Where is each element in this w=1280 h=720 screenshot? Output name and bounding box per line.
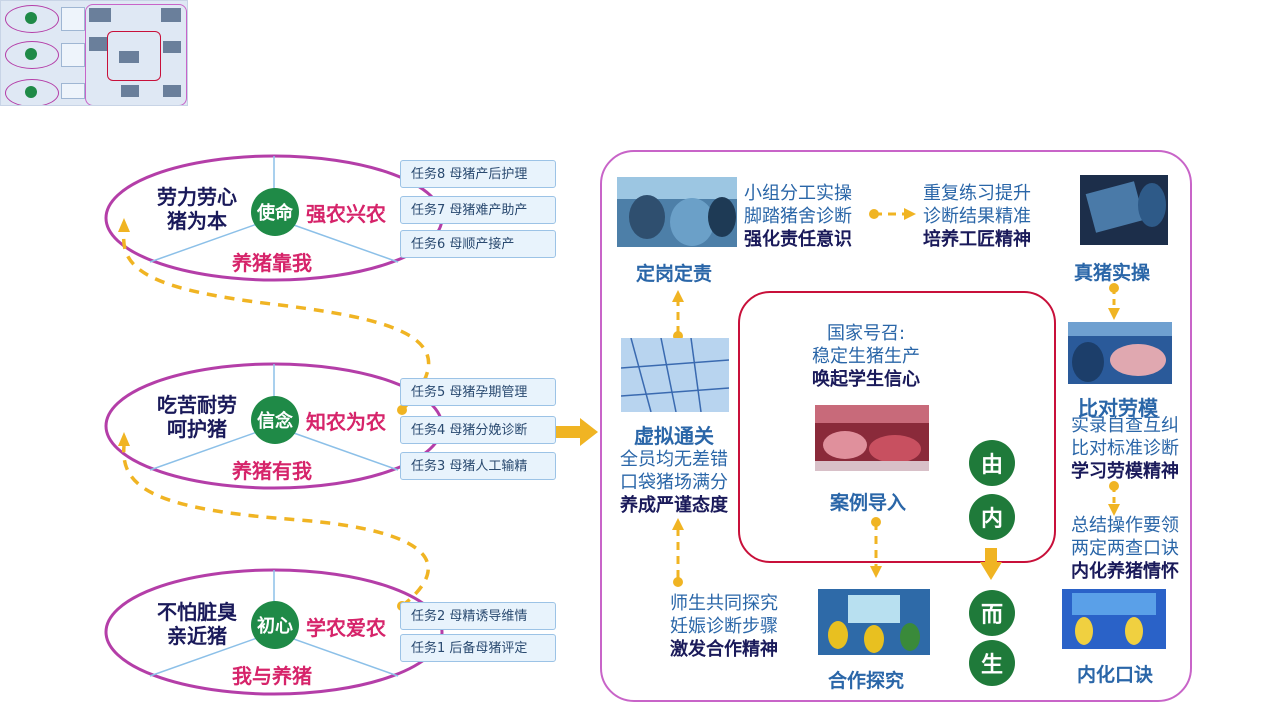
sequence-circle-er: 而 (969, 590, 1015, 636)
task-1-box[interactable]: 任务1 后备母猪评定 (400, 634, 556, 662)
dinggang-desc-2: 脚踏猪舍诊断 (744, 206, 852, 227)
xuni-desc-1: 全员均无差错 (620, 449, 728, 470)
bidui-desc-1: 实录自查互纠 (1071, 415, 1179, 436)
hezuo-left-desc: 师生共同探究 妊娠诊断步骤 激发合作精神 (660, 592, 788, 661)
photo-model-compare (1068, 322, 1172, 384)
slide-thumbnail[interactable] (0, 0, 188, 106)
stage-1-left-line: 猪为本 (167, 209, 227, 233)
thumb-photo (161, 8, 181, 22)
thumb-dot (25, 12, 37, 24)
thumb-stage-ellipse (5, 41, 59, 69)
stage-1-left-text: 劳力劳心 猪为本 (142, 185, 252, 233)
zhenzhu-title: 真猪实操 (1073, 262, 1150, 284)
stage-2-left-text: 吃苦耐劳 呵护猪 (142, 393, 252, 441)
photo-real-pig (1080, 175, 1168, 245)
repeat-desc-3: 培养工匠精神 (923, 229, 1031, 250)
bidui-desc: 实录自查互纠 比对标准诊断 学习劳模精神 (1060, 414, 1190, 483)
thumb-frame (85, 4, 187, 105)
thumb-photo (89, 8, 111, 22)
sequence-circle-sheng: 生 (969, 640, 1015, 686)
task-7-box[interactable]: 任务7 母猪难产助产 (400, 196, 556, 224)
thumb-task-list (61, 43, 85, 67)
xuni-desc-3: 养成严谨态度 (620, 495, 728, 516)
photo-cooperation (818, 589, 930, 655)
stage-2-center: 信念 (251, 396, 299, 444)
bidui-title: 比对劳模 (1078, 396, 1158, 420)
stage-3-center: 初心 (251, 601, 299, 649)
stage-1-center: 使命 (251, 188, 299, 236)
photo-internalize (1062, 589, 1166, 649)
stage-2-left-line: 呵护猪 (167, 417, 227, 441)
anli-desc: 国家号召: 稳定生猪生产 唤起学生信心 (796, 322, 936, 391)
task-3-box[interactable]: 任务3 母猪人工输精 (400, 452, 556, 480)
task-2-box[interactable]: 任务2 母精诱导维情 (400, 602, 556, 630)
hezuo-left-desc-2: 妊娠诊断步骤 (670, 616, 778, 637)
thumb-photo (163, 85, 181, 97)
sequence-circle-you: 由 (969, 440, 1015, 486)
anli-line-1: 国家号召: (826, 323, 906, 344)
thumb-dot (25, 48, 37, 60)
case-intro-frame (738, 291, 1056, 563)
neihua-desc-3: 内化养猪情怀 (1071, 561, 1179, 582)
repeat-desc-2: 诊断结果精准 (923, 206, 1031, 227)
thumb-task-list (61, 83, 85, 99)
bidui-desc-3: 学习劳模精神 (1071, 461, 1179, 482)
thumb-stage-ellipse (5, 5, 59, 33)
hezuo-title: 合作探究 (827, 670, 904, 692)
anli-line-3: 唤起学生信心 (812, 369, 920, 390)
sequence-circle-nei: 内 (969, 494, 1015, 540)
thumb-dot (25, 86, 37, 98)
neihua-title: 内化口诀 (1076, 664, 1153, 686)
stage-3-right-text: 学农爱农 (306, 616, 386, 640)
anli-line-2: 稳定生猪生产 (812, 346, 920, 367)
thumb-photo (163, 41, 181, 53)
stage-1-right-text: 强农兴农 (306, 202, 386, 226)
dinggang-title: 定岗定责 (635, 263, 712, 285)
flow-arrows (672, 208, 1120, 587)
task-5-box[interactable]: 任务5 母猪孕期管理 (400, 378, 556, 406)
stage-3-left-line: 亲近猪 (167, 624, 227, 648)
teaching-flow-frame (600, 150, 1192, 702)
neihua-desc-2: 两定两查口诀 (1071, 538, 1179, 559)
thumb-inner-frame (107, 31, 161, 81)
stage-2-bottom-text: 养猪有我 (232, 459, 312, 483)
thumb-task-list (61, 7, 85, 31)
dinggang-desc-1: 小组分工实操 (744, 183, 852, 204)
thumb-photo (121, 85, 139, 97)
photo-group-practice (617, 177, 737, 247)
bidui-desc-2: 比对标准诊断 (1071, 438, 1179, 459)
task-6-box[interactable]: 任务6 母顺产接产 (400, 230, 556, 258)
xuni-desc-2: 口袋猪场满分 (620, 472, 728, 493)
stage-1-left-line: 劳力劳心 (157, 185, 237, 209)
dinggang-desc-3: 强化责任意识 (744, 229, 852, 250)
stage-1-bottom-text: 养猪靠我 (232, 251, 312, 275)
photo-case-intro (815, 405, 929, 471)
thumb-photo (119, 51, 139, 63)
thumb-stage-ellipse (5, 79, 59, 105)
repeat-desc-1: 重复练习提升 (923, 183, 1031, 204)
neihua-desc-1: 总结操作要领 (1071, 515, 1179, 536)
repeat-practice-desc: 重复练习提升 诊断结果精准 培养工匠精神 (914, 182, 1040, 251)
thumb-photo (89, 37, 107, 51)
anli-title: 案例导入 (829, 492, 906, 514)
hezuo-left-desc-1: 师生共同探究 (670, 593, 778, 614)
hezuo-left-desc-3: 激发合作精神 (670, 639, 778, 660)
xuni-desc: 全员均无差错 口袋猪场满分 养成严谨态度 (608, 448, 740, 517)
neihua-desc: 总结操作要领 两定两查口诀 内化养猪情怀 (1060, 514, 1190, 583)
photo-virtual-pass (621, 338, 729, 412)
xuni-title: 虚拟通关 (634, 424, 714, 448)
stage-3-bottom-text: 我与养猪 (232, 664, 312, 688)
task-4-box[interactable]: 任务4 母猪分娩诊断 (400, 416, 556, 444)
stage-3-left-text: 不怕脏臭 亲近猪 (142, 600, 252, 648)
dinggang-desc: 小组分工实操 脚踏猪舍诊断 强化责任意识 (736, 182, 860, 251)
stage-2-right-text: 知农为农 (306, 410, 386, 434)
stage-2-left-line: 吃苦耐劳 (157, 393, 237, 417)
task-8-box[interactable]: 任务8 母猪产后护理 (400, 160, 556, 188)
stage-3-left-line: 不怕脏臭 (157, 600, 237, 624)
